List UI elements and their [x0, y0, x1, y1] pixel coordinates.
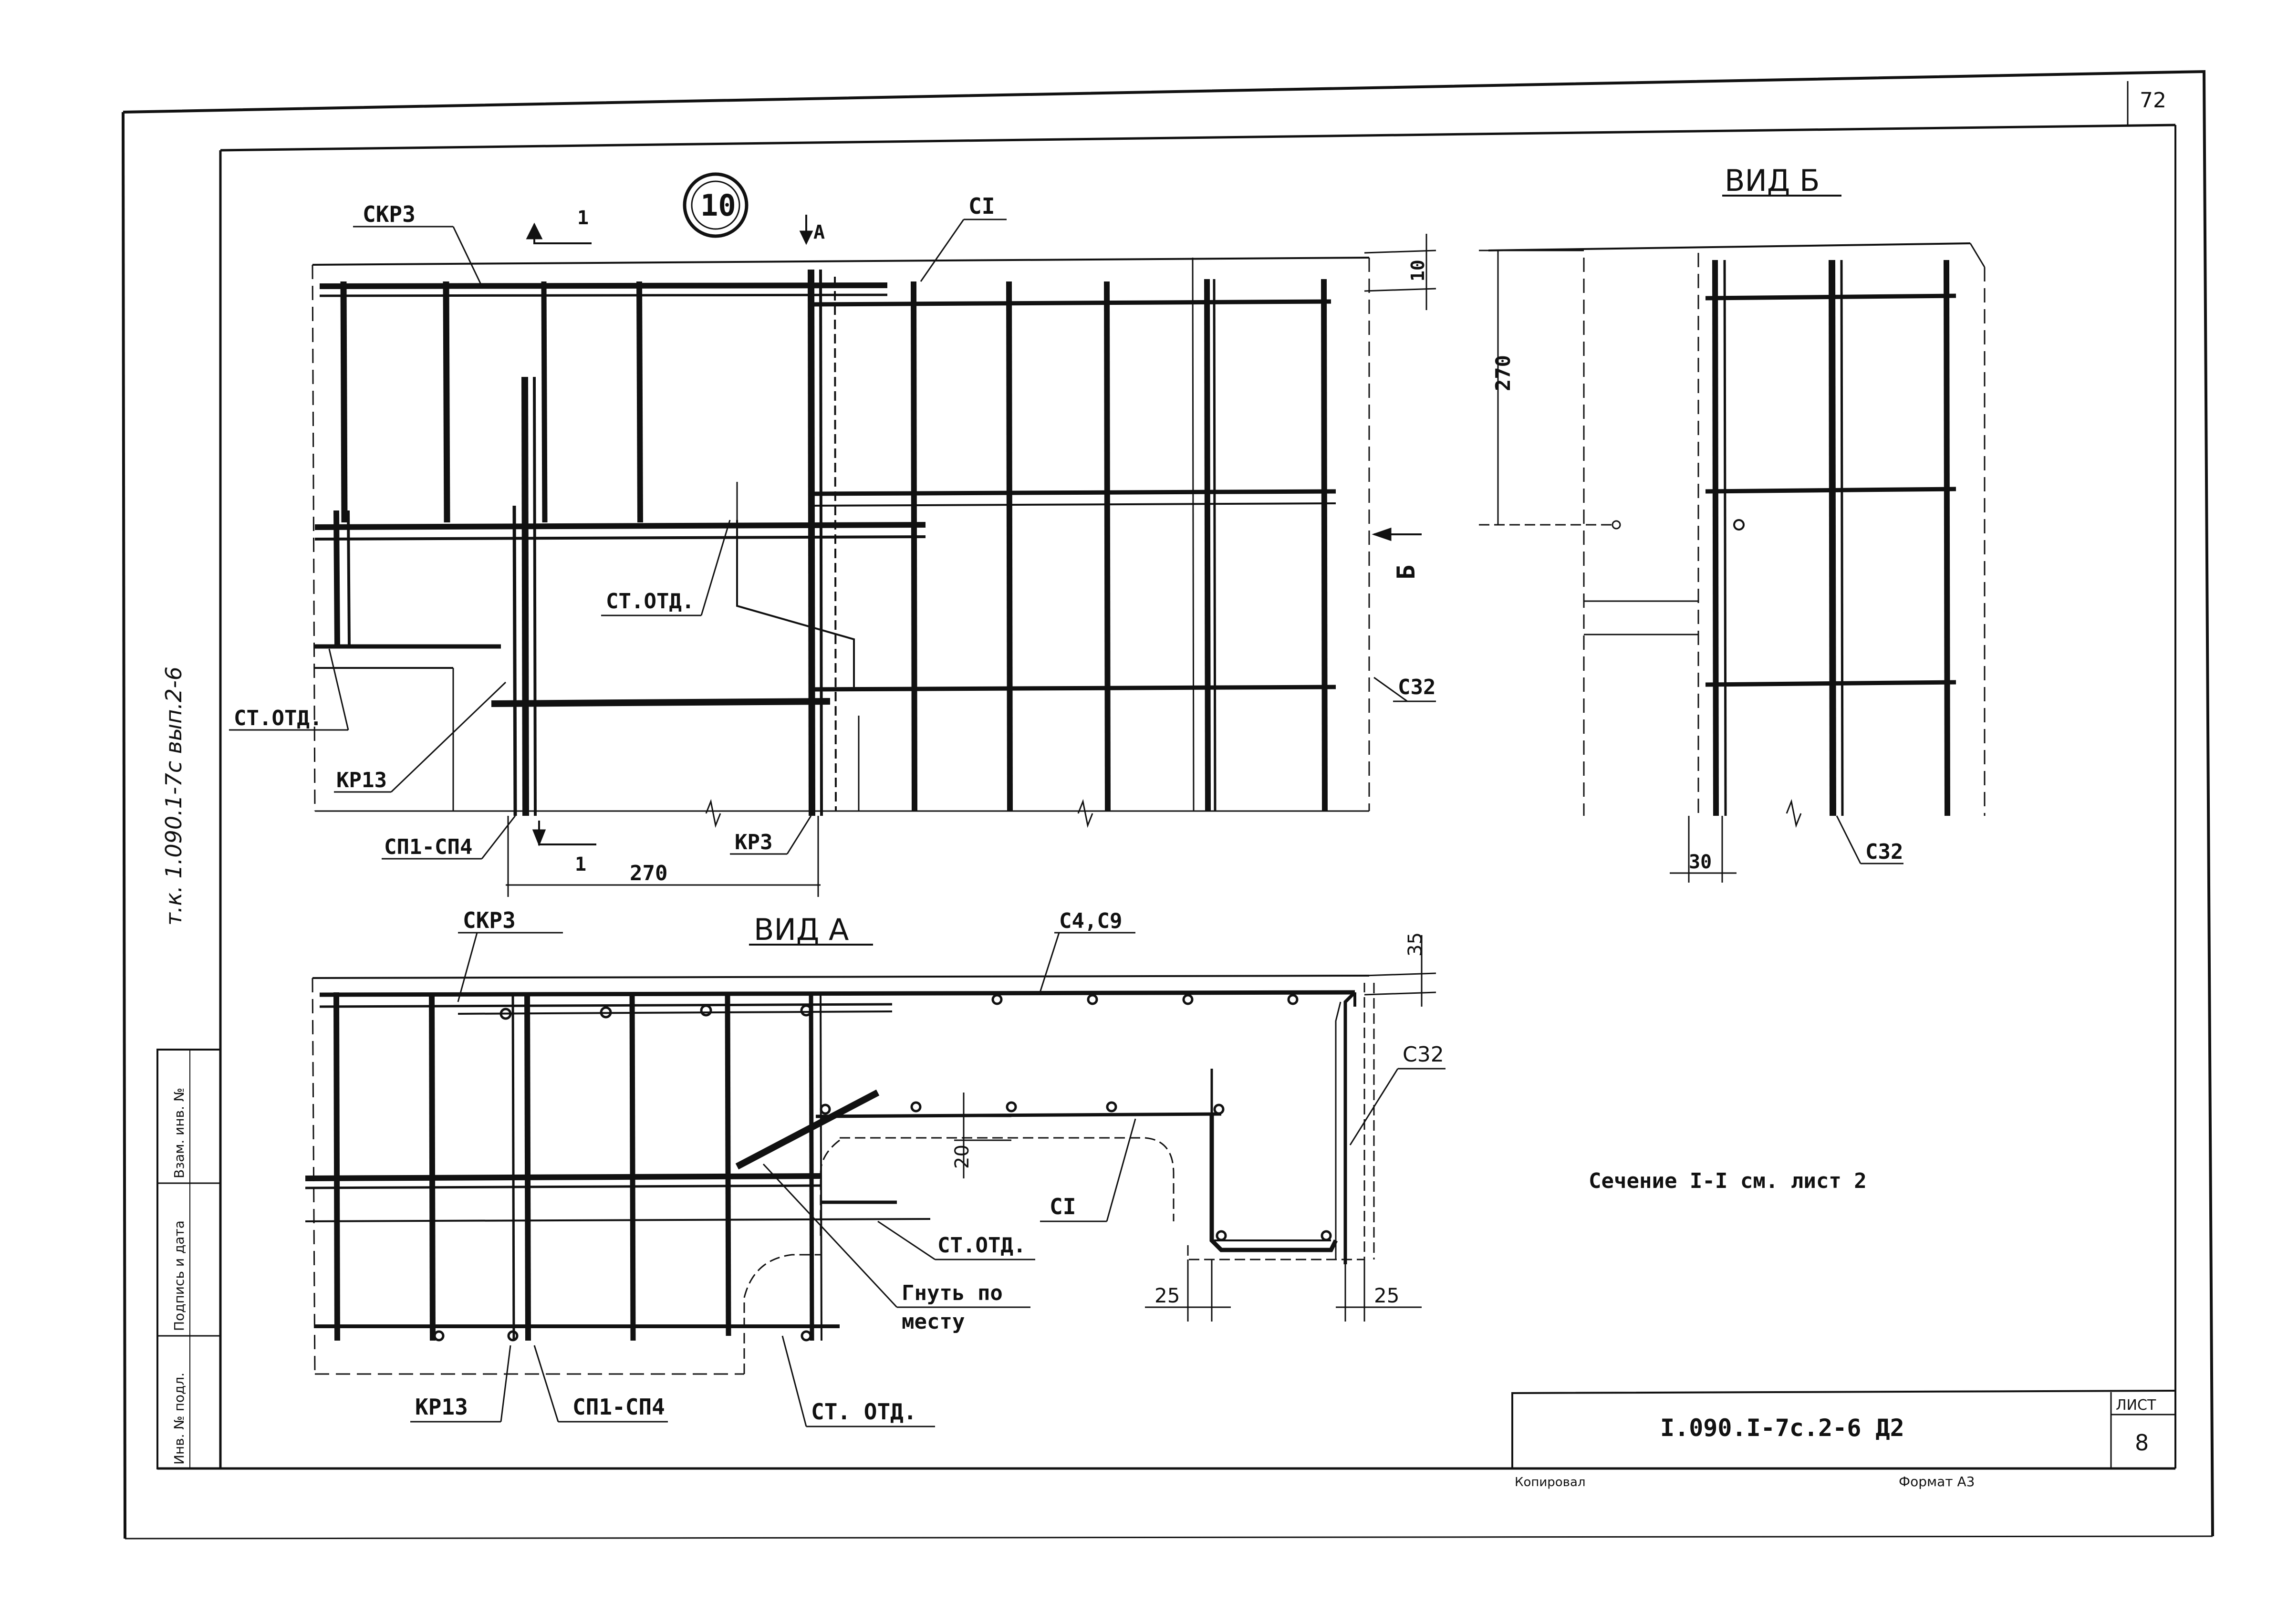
- label-c32-front: С32: [1398, 675, 1435, 699]
- designation: I.090.I-7c.2-6 Д2: [1660, 1414, 1904, 1442]
- sheet-frame: [122, 70, 2214, 1540]
- dim-270-vid-b: 270: [1491, 355, 1515, 391]
- label-c32-a: С32: [1403, 1042, 1444, 1067]
- label-sp1-sp4-a: СП1-СП4: [572, 1394, 665, 1420]
- label-sp1-sp4-top: СП1-СП4: [384, 835, 472, 859]
- label-b-arrow: Б: [1392, 565, 1421, 580]
- front-view: [312, 257, 1370, 828]
- label-c1-a: СI: [1050, 1194, 1076, 1219]
- label-skr3-a: СКР3: [463, 907, 516, 933]
- vid-a-annotations: [410, 932, 1446, 1427]
- side-cell-1: Инв. № подл.: [171, 1373, 187, 1465]
- dim-25-right: 25: [1374, 1284, 1399, 1307]
- detail-marker: 10: [700, 188, 736, 223]
- side-cell-3: Взам. инв. №: [171, 1088, 187, 1178]
- dim-25-left: 25: [1154, 1284, 1180, 1307]
- section-note: Сечение I-I см. лист 2: [1589, 1169, 1867, 1193]
- dim-30: 30: [1689, 851, 1712, 873]
- vid-b-view: [1488, 242, 1986, 816]
- label-c4-c9: С4,С9: [1059, 909, 1122, 933]
- label-c1-top: СI: [968, 193, 995, 219]
- view-title-vid-b: ВИД Б: [1725, 163, 1820, 198]
- vid-a-view: [305, 975, 1375, 1375]
- bend-note-line1: Гнуть по: [902, 1281, 1003, 1305]
- label-cut-a: А: [813, 221, 825, 243]
- page-number: 72: [2140, 88, 2166, 113]
- bend-note-line2: месту: [902, 1310, 965, 1334]
- label-cut1-top: 1: [577, 207, 589, 229]
- copied-label: Копировал: [1515, 1475, 1586, 1489]
- label-st-otd-a1: СТ.ОТД.: [937, 1233, 1026, 1258]
- label-skr3-top: СКР3: [363, 201, 416, 227]
- dim-20: 20: [951, 1145, 973, 1169]
- format-label: Формат А3: [1899, 1474, 1975, 1489]
- label-kr13-top: КР13: [336, 768, 387, 792]
- label-st-otd-left: СТ.ОТД.: [234, 706, 322, 730]
- sheet-number: 8: [2135, 1430, 2149, 1456]
- front-view-annotations: [229, 172, 1436, 897]
- side-cell-2: Подпись и дата: [171, 1220, 187, 1331]
- label-c32-vid-b: С32: [1865, 840, 1903, 864]
- sheet-label: ЛИСТ: [2116, 1397, 2156, 1414]
- label-cut1-bottom: 1: [575, 854, 586, 875]
- label-kr13-a: КР13: [415, 1394, 468, 1420]
- bar-dots: [433, 994, 1332, 1342]
- side-note: т.к. 1.090.1-7с вып.2-6: [161, 666, 187, 926]
- view-title-vid-a: ВИД А: [754, 912, 849, 947]
- dim-10: 10: [1407, 260, 1428, 281]
- label-st-otd-a2: СТ. ОТД.: [811, 1399, 917, 1425]
- dim-35: 35: [1404, 932, 1426, 957]
- vid-b-annotations: [1479, 195, 1903, 883]
- label-kr3: КР3: [735, 830, 772, 854]
- label-st-otd-center: СТ.ОТД.: [606, 589, 694, 614]
- dim-270-front: 270: [630, 861, 667, 885]
